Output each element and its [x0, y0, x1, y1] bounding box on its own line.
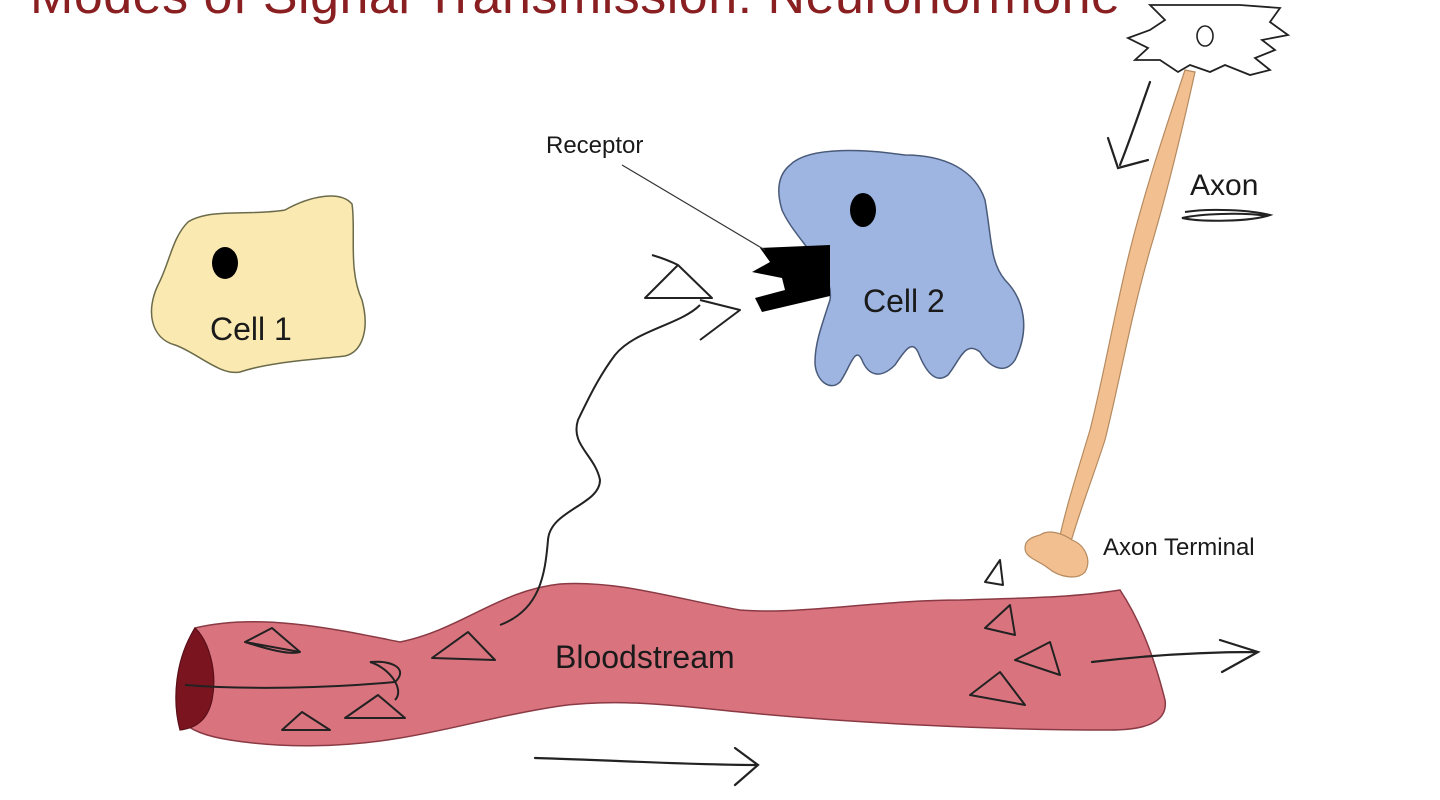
neuron: Axon Axon Terminal [1024, 4, 1291, 578]
bloodstream-inner-flow [184, 660, 402, 701]
cell-1: Cell 1 [150, 195, 366, 374]
cell-1-body [150, 195, 366, 374]
cell-2-nucleus [850, 193, 876, 227]
axon [1057, 69, 1196, 546]
hormone-travel-path [499, 304, 701, 626]
bloodstream-cut-end [175, 627, 215, 731]
hormone-molecules [244, 559, 1061, 731]
neuron-nucleus [1196, 25, 1214, 47]
cell-1-label: Cell 1 [210, 311, 292, 347]
hormone-icon [281, 711, 331, 731]
receptor-leader-line [621, 164, 766, 251]
hormone-at-receptor [644, 254, 741, 341]
hormone-icon [344, 694, 406, 719]
cell-2-label: Cell 2 [863, 283, 945, 319]
hormone-icon [984, 559, 1004, 586]
flow-direction-arrow [533, 746, 760, 787]
arrow-right-icon [699, 299, 741, 341]
axon-terminal [1024, 531, 1089, 578]
soma-arrow [1106, 80, 1152, 170]
axon-underline-scribble [1181, 208, 1274, 222]
cell-1-nucleus [212, 247, 238, 279]
neuron-soma [1125, 4, 1291, 76]
hormone-icon [984, 604, 1016, 636]
bloodstream-label: Bloodstream [555, 639, 735, 675]
hormone-icon [969, 671, 1026, 706]
hormone-icon [644, 254, 713, 299]
hormone-icon [244, 627, 301, 654]
axon-label: Axon [1190, 169, 1258, 202]
arrow-right-icon [1090, 638, 1261, 674]
receptor-label: Receptor [546, 132, 643, 159]
hormone-icon [431, 631, 496, 661]
slide-title: Modes of Signal Transmission: Neurohormo… [30, 0, 1120, 26]
bloodstream-vessel [177, 582, 1166, 747]
bloodstream: Bloodstream [175, 582, 1166, 747]
cell-2-body [777, 149, 1025, 387]
cell-2: Cell 2 [777, 149, 1025, 387]
bloodstream-exit-arrow [1090, 638, 1261, 674]
arrow-right-icon [533, 746, 760, 787]
axon-terminal-label: Axon Terminal [1103, 534, 1255, 561]
receptor-shape [752, 245, 830, 312]
receptor: Receptor [546, 132, 830, 312]
hormone-icon [1014, 641, 1061, 676]
